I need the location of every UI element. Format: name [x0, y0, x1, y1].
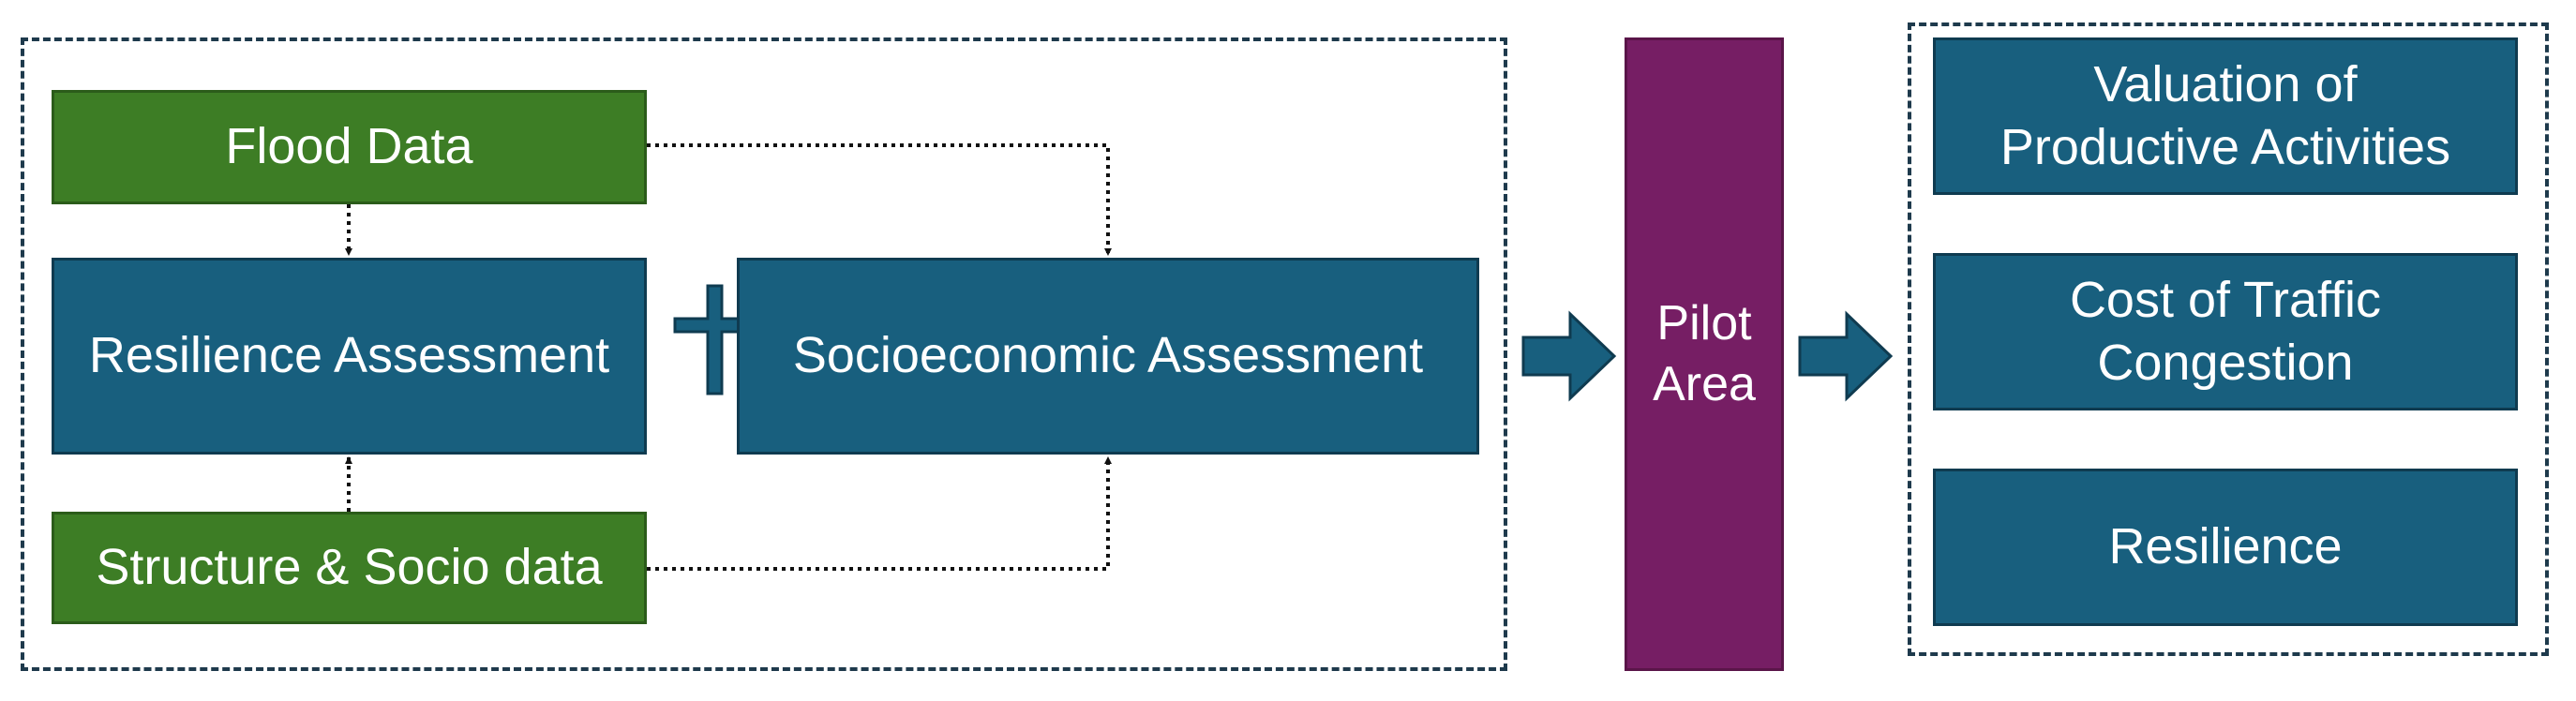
outcomes-group-container — [1908, 22, 2549, 656]
flood-data-label: Flood Data — [225, 118, 473, 175]
block-arrow-right-icon — [1798, 310, 1894, 402]
traffic-line1: Cost of Traffic — [2069, 271, 2382, 328]
flood-to-socioeconomic-arrow — [647, 143, 1112, 256]
structure-to-socioeconomic-arrow — [647, 456, 1112, 571]
resilience-assessment-box: Resilience Assessment — [52, 258, 647, 455]
valuation-line2: Productive Activities — [1999, 119, 2451, 175]
socioeconomic-assessment-label: Socioeconomic Assessment — [792, 327, 1424, 384]
structure-socio-data-box: Structure & Socio data — [52, 512, 647, 624]
resilience-assessment-label: Resilience Assessment — [88, 327, 610, 384]
traffic-congestion-box: Cost of Traffic Congestion — [1933, 253, 2518, 410]
traffic-line2: Congestion — [2097, 335, 2354, 391]
socioeconomic-assessment-box: Socioeconomic Assessment — [737, 258, 1479, 455]
block-arrow-right-icon — [1521, 310, 1617, 402]
valuation-line1: Valuation of — [2093, 55, 2358, 112]
assessment-group-container — [21, 37, 1507, 671]
resilience-outcome-label: Resilience — [2108, 518, 2343, 575]
pilot-area-line2: Area — [1653, 357, 1756, 411]
pilot-area-box: Pilot Area — [1625, 37, 1784, 671]
resilience-outcome-box: Resilience — [1933, 469, 2518, 626]
pilot-area-line1: Pilot — [1656, 296, 1752, 350]
structure-socio-data-label: Structure & Socio data — [96, 539, 603, 596]
flood-data-box: Flood Data — [52, 90, 647, 204]
valuation-box: Valuation of Productive Activities — [1933, 37, 2518, 195]
